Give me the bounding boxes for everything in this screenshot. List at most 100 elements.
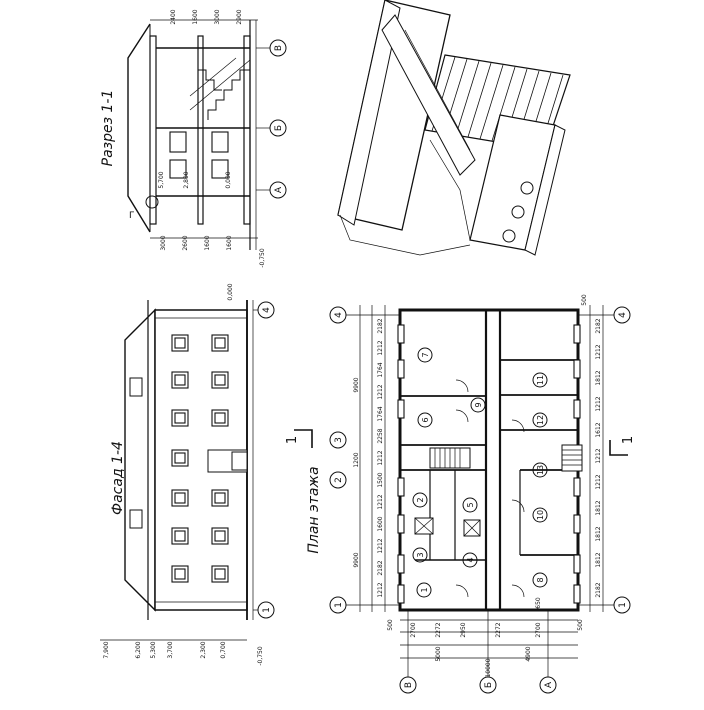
plan-total: 9900 (353, 377, 360, 392)
section-dim: 2400 (170, 9, 177, 24)
plan-dim: 2182 (595, 318, 602, 333)
plan-dim: 500 (577, 619, 584, 631)
plan-dim: 1212 (595, 344, 602, 359)
plan-dim: 650 (535, 597, 542, 609)
facade-level: 0,000 (227, 283, 234, 300)
room-number: 5 (466, 502, 475, 507)
facade-title: Фасад 1-4 (110, 441, 126, 515)
detail-mark-g: Г (129, 211, 135, 221)
plan-axis-2: 2 (334, 477, 344, 483)
room-number: 6 (421, 417, 430, 422)
section-level: -0,750 (259, 248, 266, 268)
plan-dim: 4900 (525, 646, 532, 661)
plan-top-dimensions: 2182 1212 1764 1212 1764 2258 1212 1500 … (353, 318, 384, 597)
plan-dim: 500 (387, 619, 394, 631)
plan-axis-bubbles: 4 3 2 1 4 1 В Б А (329, 306, 631, 694)
plan-windows (397, 324, 581, 604)
room-number: 2 (416, 497, 425, 502)
plan-axis-a: А (544, 681, 554, 688)
room-numbers: 1 2 3 4 5 6 7 8 9 10 11 12 13 (412, 347, 548, 598)
plan-axis-1: 1 (334, 602, 344, 608)
facade-level: 2,300 (200, 641, 207, 658)
facade-level: 7,900 (103, 641, 110, 658)
plan-dim: 1212 (595, 448, 602, 463)
facade-windows (171, 334, 229, 583)
section-view: Разрез 1-1 2400 1600 3000 2900 3000 (100, 9, 287, 268)
plan-dim: 1212 (377, 582, 384, 597)
section-dim: 1600 (192, 9, 199, 24)
facade-level: 6,200 (135, 641, 142, 658)
plan-axis-3: 3 (334, 437, 344, 443)
axis-label-a: А (274, 186, 284, 193)
plan-dim: 1764 (377, 406, 384, 421)
plan-left-dimensions: 2700 2272 2950 2272 2700 5000 4900 10000… (387, 294, 588, 677)
plan-dim: 2700 (535, 622, 542, 637)
plan-axis-v: В (404, 682, 414, 688)
section-dim: 1600 (204, 235, 211, 250)
plan-axis-4: 4 (618, 312, 628, 318)
facade-level: 3,700 (167, 641, 174, 658)
section-dim: 3000 (160, 235, 167, 250)
plan-total: 1200 (353, 452, 360, 467)
plan-dim: 500 (581, 294, 588, 306)
section-level: 5,700 (158, 171, 165, 188)
plan-dim: 1212 (377, 538, 384, 553)
room-number: 11 (536, 375, 545, 385)
plan-dim: 5000 (435, 646, 442, 661)
room-number: 7 (421, 352, 430, 357)
facade-view: Фасад 1-4 (100, 283, 275, 666)
plan-dim: 1812 (595, 526, 602, 541)
facade-level: 5,300 (150, 641, 157, 658)
section-level: 2,800 (183, 171, 190, 188)
plan-dim: 10000 (485, 658, 492, 677)
plan-dim: 1600 (377, 516, 384, 531)
section-mark: 1 (621, 436, 636, 444)
section-mark: 1 (285, 436, 300, 444)
plan-dim: 1212 (377, 340, 384, 355)
plan-axis-b: Б (484, 682, 494, 688)
plan-dim: 2182 (377, 318, 384, 333)
plan-dim: 1812 (595, 500, 602, 515)
isometric-detail (337, 0, 571, 256)
room-number: 4 (466, 557, 475, 562)
room-number: 10 (536, 510, 545, 520)
room-number: 1 (420, 587, 429, 592)
section-dim: 1600 (226, 235, 233, 250)
plan-dim: 1212 (377, 384, 384, 399)
facade-level: -0,750 (257, 646, 264, 666)
plan-dim: 2258 (377, 428, 384, 443)
axis-label-b: Б (274, 125, 284, 131)
plan-dim: 1764 (377, 362, 384, 377)
plan-dim: 2272 (495, 622, 502, 637)
axis-label-1: 1 (262, 607, 272, 613)
plan-total: 9900 (353, 552, 360, 567)
plan-dim: 1212 (595, 474, 602, 489)
plan-dim: 2182 (377, 560, 384, 575)
plan-bottom-dimensions: 2182 1212 1812 1212 1612 1212 1212 1812 … (595, 318, 602, 597)
plan-dim: 2182 (595, 582, 602, 597)
room-number: 13 (536, 465, 545, 475)
plan-dim: 2950 (460, 622, 467, 637)
plan-axis-1: 1 (618, 602, 628, 608)
section-dim: 2600 (182, 235, 189, 250)
plan-dim: 1212 (377, 494, 384, 509)
axis-label-v: В (274, 45, 284, 51)
plan-dim: 1612 (595, 422, 602, 437)
plan-dim: 1812 (595, 370, 602, 385)
section-title: Разрез 1-1 (100, 90, 116, 167)
room-number: 8 (536, 577, 545, 582)
room-number: 3 (416, 552, 425, 557)
room-number: 12 (536, 415, 545, 425)
plan-dim: 2272 (435, 622, 442, 637)
plan-dim: 1212 (377, 450, 384, 465)
plan-dim: 2700 (410, 622, 417, 637)
section-dim: 3000 (214, 9, 221, 24)
axis-label-4: 4 (262, 307, 272, 313)
section-dim: 2900 (236, 9, 243, 24)
facade-level: 0,700 (220, 641, 227, 658)
plan-axis-4: 4 (334, 312, 344, 318)
plan-stairs (429, 444, 583, 472)
plan-title: План этажа (306, 466, 322, 553)
section-level: 0,000 (225, 171, 232, 188)
